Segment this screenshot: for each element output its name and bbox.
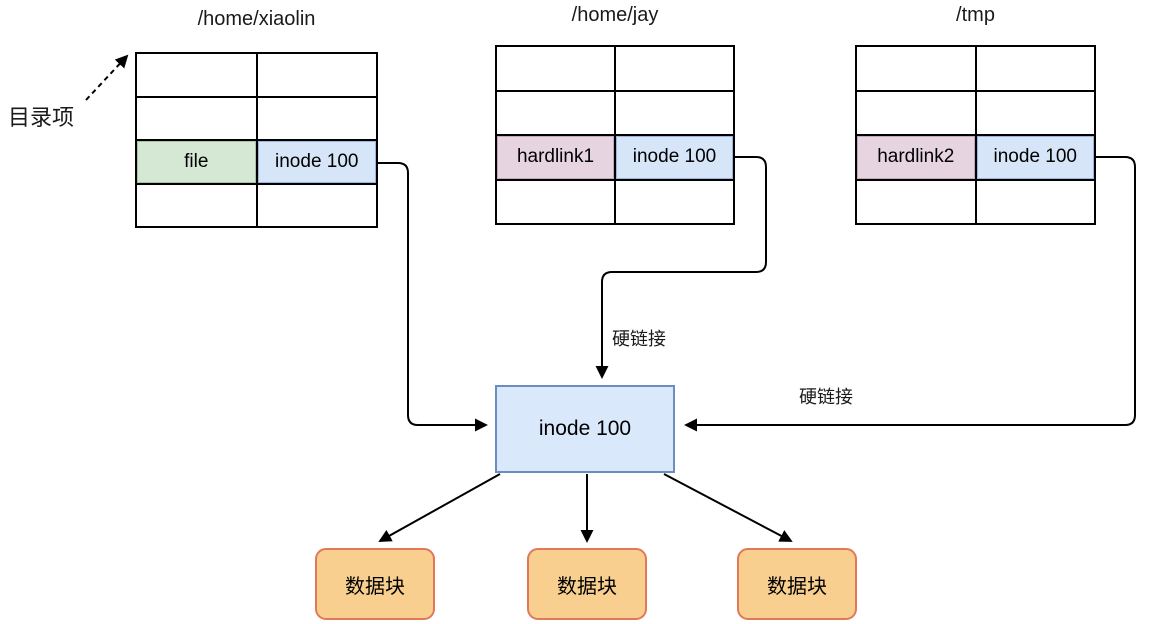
data-block-2: 数据块	[527, 548, 647, 620]
directory-entry-label: 目录项	[8, 105, 75, 130]
empty-cell	[497, 180, 614, 223]
empty-cell	[137, 97, 256, 139]
table-title-tmp: /tmp	[956, 4, 995, 26]
hardlink-label-top: 硬链接	[612, 329, 666, 349]
empty-cell	[257, 184, 376, 226]
empty-cell	[857, 91, 975, 134]
empty-cell	[857, 47, 975, 90]
empty-cell	[616, 47, 733, 90]
edge-xiaolin-to-inode-arrow	[378, 162, 488, 432]
inode-cell-xiaolin: inode 100	[257, 141, 376, 183]
inode-cell-jay: inode 100	[616, 136, 733, 179]
edge-inode-to-datablock-3-arrow	[663, 473, 793, 542]
hardlink-label-right: 硬链接	[799, 387, 853, 407]
filename-cell-file: file	[137, 141, 256, 183]
inode-cell-tmp: inode 100	[976, 136, 1094, 179]
empty-cell	[497, 91, 614, 134]
empty-cell	[616, 180, 733, 223]
directory-table-tmp: hardlink2 inode 100	[855, 45, 1096, 225]
empty-cell	[976, 180, 1094, 223]
edge-jay-to-inode-arrow	[595, 156, 767, 379]
edge-tmp-to-inode-arrow	[684, 156, 1136, 432]
inode-box: inode 100	[495, 385, 675, 473]
empty-cell	[257, 54, 376, 96]
empty-cell	[857, 180, 975, 223]
data-block-1: 数据块	[315, 548, 435, 620]
directory-entry-dashed-arrow	[85, 54, 129, 101]
empty-cell	[976, 91, 1094, 134]
table-title-jay: /home/jay	[571, 4, 659, 26]
directory-table-xiaolin: file inode 100	[135, 52, 378, 228]
empty-cell	[137, 184, 256, 226]
table-title-xiaolin: /home/xiaolin	[197, 8, 316, 30]
empty-cell	[497, 47, 614, 90]
data-block-3: 数据块	[737, 548, 857, 620]
edge-inode-to-datablock-1-arrow	[378, 473, 501, 542]
directory-table-jay: hardlink1 inode 100	[495, 45, 735, 225]
empty-cell	[137, 54, 256, 96]
filename-cell-hardlink1: hardlink1	[497, 136, 614, 179]
empty-cell	[976, 47, 1094, 90]
filename-cell-hardlink2: hardlink2	[857, 136, 975, 179]
empty-cell	[257, 97, 376, 139]
empty-cell	[616, 91, 733, 134]
